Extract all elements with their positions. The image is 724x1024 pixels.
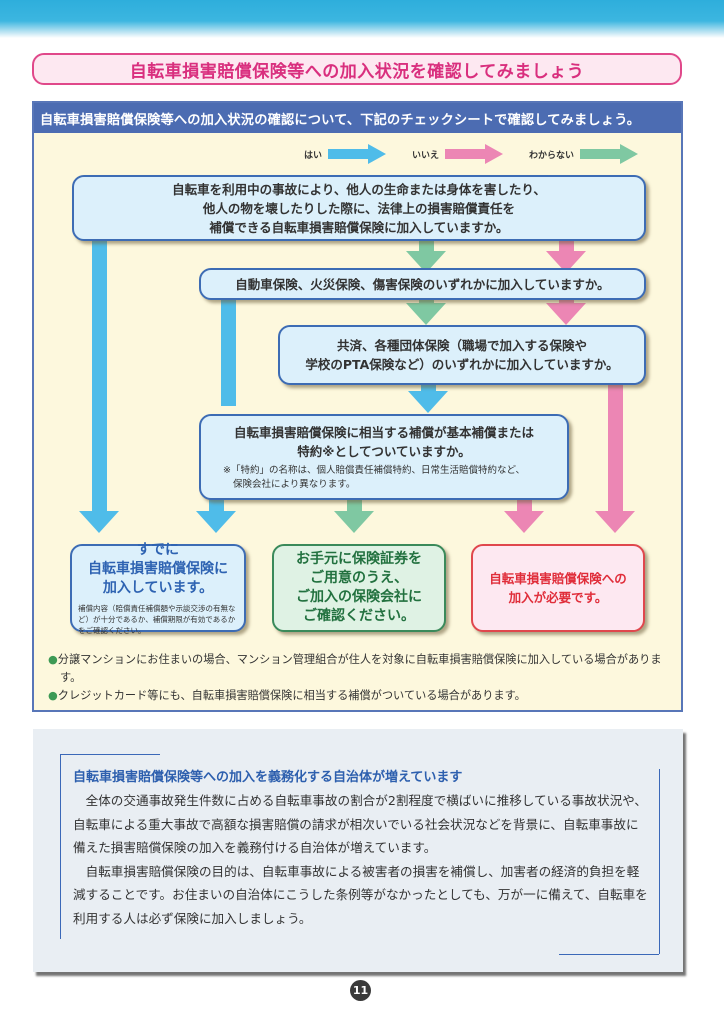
arrow-down-icon xyxy=(504,511,544,533)
result-yes-note: 補償内容（賠償責任補償額や示談交渉の有無など）が十分であるか、補償期限が有効であ… xyxy=(78,603,236,635)
check-sheet-panel: 自転車損害賠償保険等への加入状況の確認について、下記のチェックシートで確認してみ… xyxy=(32,101,683,712)
flow-arrow-yes-q2 xyxy=(221,298,236,406)
result-yes-line: 加入しています。 xyxy=(102,579,214,596)
question-4-note: ※「特約」の名称は、個人賠償責任補償特約、日常生活賠償特約など、 保険会社により… xyxy=(201,464,525,492)
result-unknown-line: ご加入の保険会社に xyxy=(296,589,422,605)
question-4-line: 自転車損害賠償保険に相当する補償が基本補償または xyxy=(233,424,534,440)
arrow-down-icon xyxy=(406,303,446,325)
legend-yes-label: はい xyxy=(304,150,323,161)
legend-no-label: いいえ xyxy=(412,150,440,161)
question-2: 自動車保険、火災保険、傷害保険のいずれかに加入していますか。 xyxy=(199,268,646,300)
bullet-icon: ● xyxy=(48,689,58,702)
question-4-line: 特約※としてついていますか。 xyxy=(297,443,471,459)
legend-yes: はい xyxy=(304,143,387,165)
arrow-right-icon xyxy=(580,144,639,164)
arrow-down-icon xyxy=(546,251,586,273)
flow-arrow-yes-q4 xyxy=(209,498,224,513)
arrow-right-icon xyxy=(328,144,387,164)
flow-arrow-unknown-q4 xyxy=(347,498,362,513)
arrow-down-icon xyxy=(546,303,586,325)
result-no-line: 加入が必要です。 xyxy=(508,590,608,605)
flow-arrow-no-q1 xyxy=(559,239,574,253)
note-item: ●分譲マンションにお住まいの場合、マンション管理組合が住人を対象に自転車損害賠償… xyxy=(48,653,662,684)
result-no-line: 自転車損害賠償保険への xyxy=(489,571,627,586)
legend-no: いいえ xyxy=(412,143,504,165)
question-1-line: 自転車を利用中の事故により、他人の生命または身体を害したり、 xyxy=(172,181,546,197)
arrow-down-icon xyxy=(406,251,446,273)
page-title-text: 自転車損害賠償保険等への加入状況を確認してみましょう xyxy=(129,61,585,82)
bullet-icon: ● xyxy=(48,653,58,666)
result-yes-line: すでに xyxy=(136,541,180,558)
question-4: 自転車損害賠償保険に相当する補償が基本補償または 特約※としてついていますか。 … xyxy=(199,414,569,500)
arrow-down-icon xyxy=(595,511,635,533)
result-unknown-line: お手元に保険証券を xyxy=(296,551,422,567)
question-3-line: 共済、各種団体保険（職場で加入する保険や xyxy=(336,338,587,353)
legend-unknown-label: わからない xyxy=(529,150,575,161)
result-unknown-line: ご用意のうえ、 xyxy=(310,570,408,586)
top-banner xyxy=(0,0,724,38)
page-number: 11 xyxy=(350,980,371,1001)
flow-arrow-yes-q1 xyxy=(92,223,107,513)
flow-arrow-no-q3 xyxy=(608,383,623,513)
flow-arrow-unknown-q2 xyxy=(419,298,434,306)
info-paragraph: 自転車損害賠償保険の目的は、自転車事故による被害者の損害を補償し、加害者の経済的… xyxy=(73,863,648,926)
arrow-down-icon xyxy=(334,511,374,533)
info-panel: 自転車損害賠償保険等への加入を義務化する自治体が増えています 全体の交通事故発生… xyxy=(33,729,683,972)
result-check-with-insurer: お手元に保険証券を ご用意のうえ、 ご加入の保険会社に ご確認ください。 xyxy=(272,544,446,632)
flow-arrow-no-q4 xyxy=(517,498,532,513)
frame-line xyxy=(60,754,61,939)
flow-arrow-no-q2 xyxy=(559,298,574,306)
question-2-line: 自動車保険、火災保険、傷害保険のいずれかに加入していますか。 xyxy=(235,276,610,292)
check-sheet-header: 自転車損害賠償保険等への加入状況の確認について、下記のチェックシートで確認してみ… xyxy=(34,103,681,133)
question-3-line: 学校のPTA保険など）のいずれかに加入していますか。 xyxy=(305,357,619,372)
result-already-enrolled: すでに 自転車損害賠償保険に 加入しています。 補償内容（賠償責任補償額や示談交… xyxy=(70,541,246,635)
question-4-note-line: 保険会社により異なります。 xyxy=(233,478,356,490)
arrow-right-icon xyxy=(445,144,504,164)
page-title: 自転車損害賠償保険等への加入状況を確認してみましょう xyxy=(32,53,682,85)
flow-arrow-yes-q3 xyxy=(421,383,436,393)
arrow-down-icon xyxy=(79,511,119,533)
result-yes-line: 自転車損害賠償保険に xyxy=(88,560,228,577)
question-3: 共済、各種団体保険（職場で加入する保険や 学校のPTA保険など）のいずれかに加入… xyxy=(278,325,646,385)
notes-list: ●分譲マンションにお住まいの場合、マンション管理組合が住人を対象に自転車損害賠償… xyxy=(48,651,673,705)
result-unknown-line: ご確認ください。 xyxy=(303,608,415,624)
frame-line xyxy=(559,954,659,955)
info-title: 自転車損害賠償保険等への加入を義務化する自治体が増えています xyxy=(73,770,463,785)
legend-unknown: わからない xyxy=(529,143,639,165)
question-1: 自転車を利用中の事故により、他人の生命または身体を害したり、 他人の物を壊したり… xyxy=(72,175,646,241)
question-4-note-line: ※「特約」の名称は、個人賠償責任補償特約、日常生活賠償特約など、 xyxy=(223,464,525,476)
frame-line xyxy=(60,754,160,755)
question-1-line: 補償できる自転車損害賠償保険に加入していますか。 xyxy=(209,219,509,235)
info-paragraph: 全体の交通事故発生件数に占める自転車事故の割合が2割程度で横ばいに推移している事… xyxy=(73,793,647,855)
question-1-line: 他人の物を壊したりした際に、法律上の損害賠償責任を xyxy=(202,200,516,216)
note-item: ●クレジットカード等にも、自転車損害賠償保険に相当する補償がついている場合があり… xyxy=(48,689,526,702)
arrow-down-icon xyxy=(196,511,236,533)
info-body: 全体の交通事故発生件数に占める自転車事故の割合が2割程度で横ばいに推移している事… xyxy=(73,789,648,930)
flow-arrow-unknown-q1 xyxy=(419,239,434,253)
frame-line xyxy=(659,769,660,954)
result-enrollment-needed: 自転車損害賠償保険への 加入が必要です。 xyxy=(471,544,645,632)
arrow-down-icon xyxy=(408,391,448,413)
